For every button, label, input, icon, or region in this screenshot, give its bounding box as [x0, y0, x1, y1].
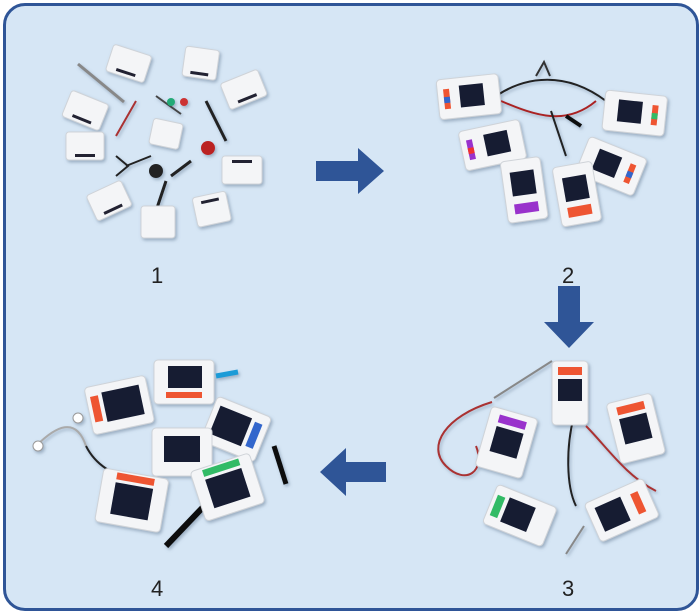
step-label-1: 1 [151, 263, 164, 288]
arrow-right-icon [316, 148, 384, 194]
step-label-4: 4 [151, 576, 164, 601]
step-label-3: 3 [562, 576, 575, 601]
group-3-probe-devices [437, 360, 666, 555]
arrow-down-icon [544, 286, 594, 348]
group-4-assembled-devices [32, 359, 289, 549]
arrow-left-icon [320, 448, 386, 496]
step-label-2: 2 [562, 263, 575, 288]
group-2-display-devices [435, 59, 668, 227]
workflow-panel: 1 2 3 4 [3, 3, 699, 611]
group-1-sensors [61, 44, 268, 239]
workflow-illustration [32, 44, 668, 555]
